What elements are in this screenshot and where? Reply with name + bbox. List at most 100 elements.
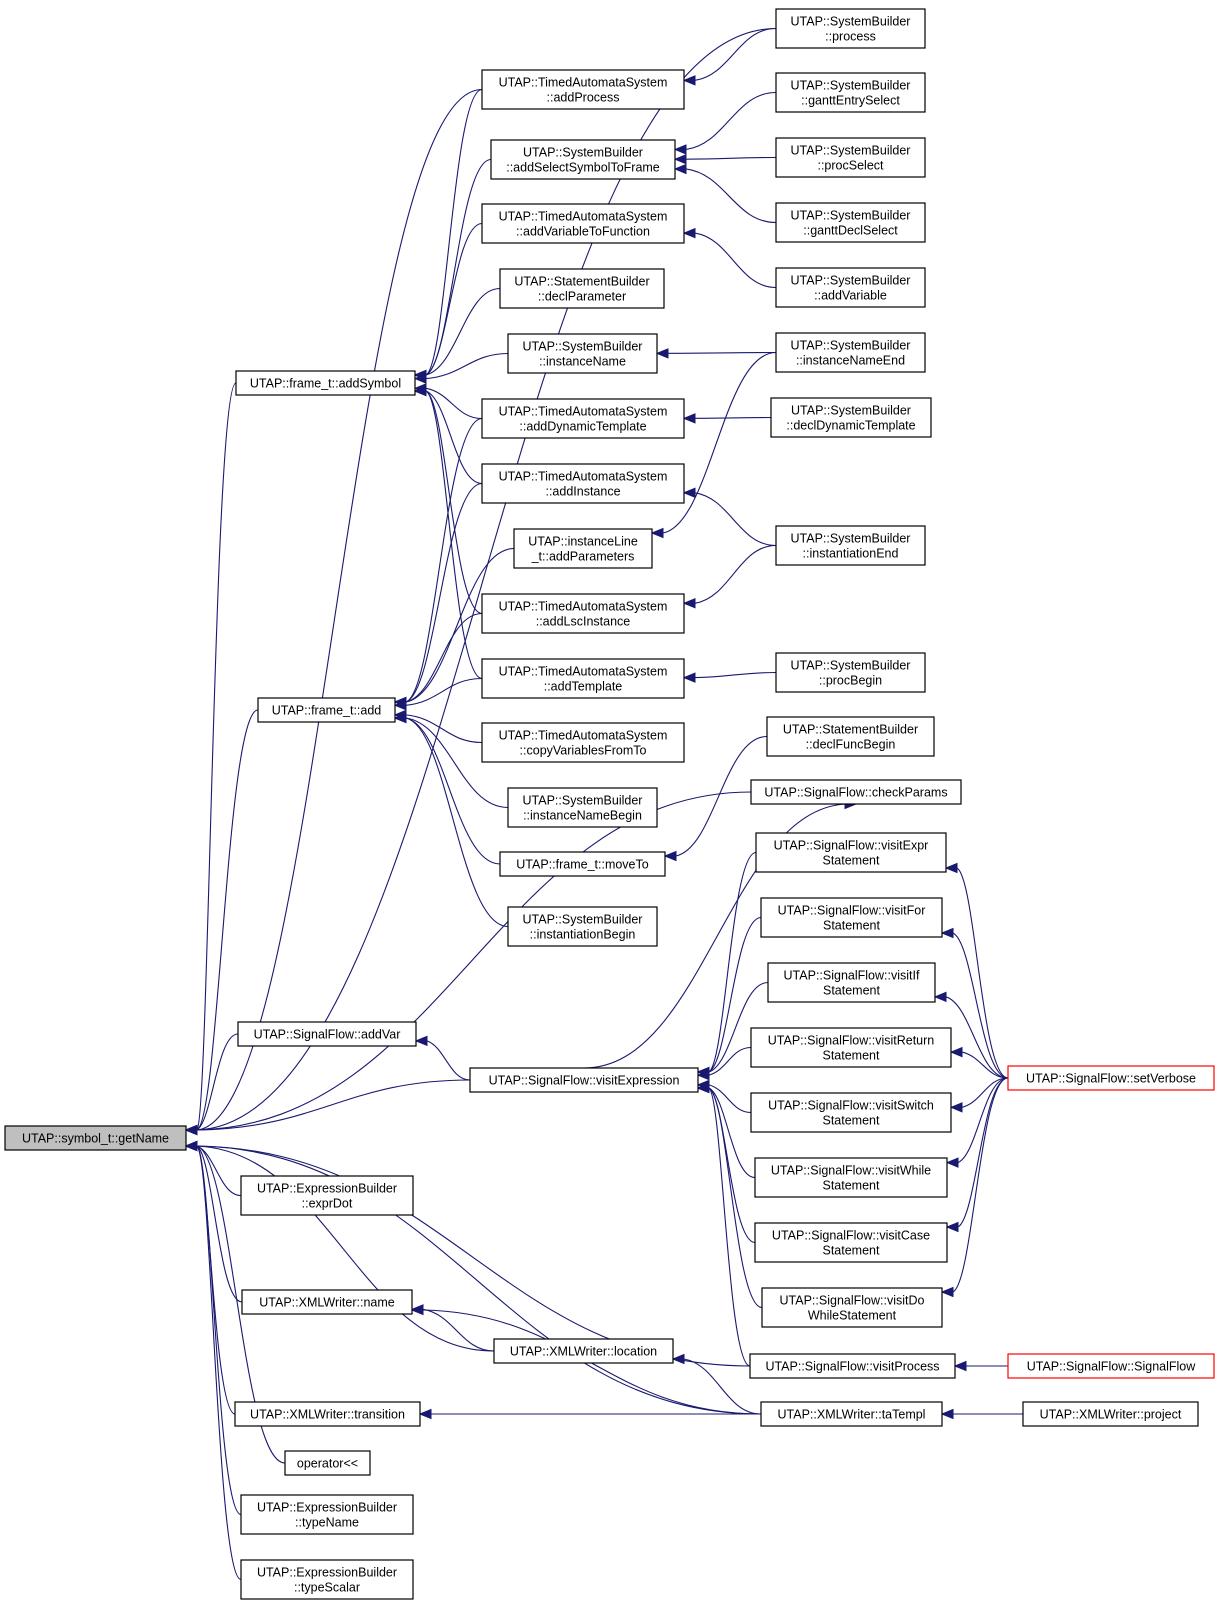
node-sb-instance-name-begin[interactable]: UTAP::SystemBuilder::instanceNameBegin — [507, 787, 658, 828]
node-box — [499, 268, 665, 309]
edge-line — [196, 1145, 243, 1303]
node-tas-add-process[interactable]: UTAP::TimedAutomataSystem::addProcess — [481, 69, 685, 110]
node-label: UTAP::XMLWriter::transition — [250, 1408, 405, 1422]
node-label: UTAP::TimedAutomataSystem — [499, 210, 668, 224]
node-sb-instantiation-end[interactable]: UTAP::SystemBuilder::instantiationEnd — [775, 525, 926, 566]
node-xw-transition[interactable]: UTAP::XMLWriter::transition — [234, 1401, 421, 1427]
edge-sb-add-variable-to-tas-add-variable-to-function — [682, 227, 777, 289]
node-box — [1007, 1065, 1215, 1091]
node-label: UTAP::ExpressionBuilder — [257, 1182, 397, 1196]
node-xw-ta-templ[interactable]: UTAP::XMLWriter::taTempl — [760, 1401, 943, 1427]
node-xw-project[interactable]: UTAP::XMLWriter::project — [1022, 1401, 1199, 1427]
edge-arrowhead — [940, 1286, 954, 1298]
node-box — [767, 962, 936, 1003]
edge-line — [708, 1087, 751, 1367]
edge-arrowhead — [650, 527, 664, 539]
edge-line — [957, 1077, 1009, 1228]
node-xw-name[interactable]: UTAP::XMLWriter::name — [241, 1289, 413, 1315]
edge-arrowhead — [940, 1408, 954, 1420]
node-eb-type-name[interactable]: UTAP::ExpressionBuilder::typeName — [240, 1494, 414, 1535]
node-stb-decl-func-begin[interactable]: UTAP::StatementBuilder::declFuncBegin — [766, 716, 935, 757]
edge-line — [425, 387, 483, 420]
edge-line — [405, 547, 515, 703]
node-label: UTAP::SignalFlow::visitDo — [780, 1294, 925, 1308]
edge-sf-visit-process-to-get-name — [184, 1140, 751, 1367]
node-get-name[interactable]: UTAP::symbol_t::getName — [4, 1125, 187, 1151]
node-il-add-parameters[interactable]: UTAP::instanceLine_t::addParameters — [513, 528, 653, 569]
edge-line — [708, 981, 769, 1073]
edge-sb-instance-name-end-to-sb-instance-name — [655, 348, 777, 359]
node-sb-add-select-symbol-to-frame[interactable]: UTAP::SystemBuilder::addSelectSymbolToFr… — [490, 139, 676, 180]
node-op-ll[interactable]: operator<< — [284, 1450, 371, 1476]
node-box — [481, 722, 685, 763]
node-box — [237, 1021, 417, 1047]
node-sb-add-variable[interactable]: UTAP::SystemBuilder::addVariable — [775, 267, 926, 308]
edge-xw-project-to-xw-ta-templ — [940, 1408, 1023, 1420]
node-sf-add-var[interactable]: UTAP::SignalFlow::addVar — [237, 1021, 417, 1047]
edge-line — [425, 390, 483, 485]
node-sb-proc-begin[interactable]: UTAP::SystemBuilder::procBegin — [775, 652, 926, 693]
node-box — [490, 139, 676, 180]
node-sb-decl-dynamic-template[interactable]: UTAP::SystemBuilder::declDynamicTemplate — [770, 397, 932, 438]
node-sb-instance-name-end[interactable]: UTAP::SystemBuilder::instanceNameEnd — [775, 332, 926, 373]
edge-arrowhead — [953, 1360, 967, 1372]
edge-sf-visit-case-statement-to-sf-visit-expression — [696, 1082, 756, 1244]
edge-line — [667, 351, 777, 354]
node-sf-visit-expression[interactable]: UTAP::SignalFlow::visitExpression — [469, 1067, 699, 1093]
node-label: ::ganttDeclSelect — [803, 224, 898, 238]
node-frame-add[interactable]: UTAP::frame_t::add — [257, 697, 396, 723]
node-box — [761, 1287, 943, 1328]
edge-eb-type-scalar-to-get-name — [184, 1140, 242, 1581]
edge-arrowhead — [673, 144, 687, 155]
node-box — [760, 1401, 943, 1427]
node-eb-expr-dot[interactable]: UTAP::ExpressionBuilder::exprDot — [240, 1175, 414, 1216]
node-box — [235, 370, 416, 396]
node-tas-add-lsc-instance[interactable]: UTAP::TimedAutomataSystem::addLscInstanc… — [481, 593, 685, 634]
node-tas-add-variable-to-function[interactable]: UTAP::TimedAutomataSystem::addVariableTo… — [481, 203, 685, 244]
edge-tas-copy-variables-from-to-to-frame-add — [393, 709, 483, 744]
node-label: ::addLscInstance — [536, 615, 631, 629]
node-box — [481, 69, 685, 110]
edge-line — [708, 916, 762, 1073]
node-box — [754, 1157, 948, 1198]
node-sf-check-params[interactable]: UTAP::SignalFlow::checkParams — [750, 779, 962, 805]
node-sb-gantt-decl-select[interactable]: UTAP::SystemBuilder::ganttDeclSelect — [775, 202, 926, 243]
node-tas-add-template[interactable]: UTAP::TimedAutomataSystem::addTemplate — [481, 658, 685, 699]
node-label: ::addProcess — [547, 91, 620, 105]
node-label: UTAP::XMLWriter::location — [510, 1345, 657, 1359]
node-stb-decl-parameter[interactable]: UTAP::StatementBuilder::declParameter — [499, 268, 665, 309]
node-tas-add-instance[interactable]: UTAP::TimedAutomataSystem::addInstance — [481, 463, 685, 504]
node-xw-location[interactable]: UTAP::XMLWriter::location — [493, 1338, 674, 1364]
node-frame-move-to[interactable]: UTAP::frame_t::moveTo — [499, 851, 666, 877]
edge-arrowhead — [933, 991, 947, 1003]
edge-line — [961, 1077, 1009, 1108]
node-sf-visit-process[interactable]: UTAP::SignalFlow::visitProcess — [749, 1353, 956, 1379]
node-sb-gantt-entry-select[interactable]: UTAP::SystemBuilder::ganttEntrySelect — [775, 72, 926, 113]
node-label: UTAP::SignalFlow::visitFor — [778, 904, 926, 918]
node-sb-instance-name[interactable]: UTAP::SystemBuilder::instanceName — [507, 333, 658, 374]
node-frame-add-symbol[interactable]: UTAP::frame_t::addSymbol — [235, 370, 416, 396]
node-sb-proc-select[interactable]: UTAP::SystemBuilder::procSelect — [775, 137, 926, 178]
node-tas-copy-variables-from-to[interactable]: UTAP::TimedAutomataSystem::copyVariables… — [481, 722, 685, 763]
node-sb-instantiation-begin[interactable]: UTAP::SystemBuilder::instantiationBegin — [507, 906, 658, 947]
node-eb-type-scalar[interactable]: UTAP::ExpressionBuilder::typeScalar — [240, 1559, 414, 1600]
node-sf-set-verbose[interactable]: UTAP::SignalFlow::setVerbose — [1007, 1065, 1215, 1091]
node-sb-process[interactable]: UTAP::SystemBuilder::process — [775, 8, 926, 49]
edge-tas-add-template-to-frame-add-symbol — [413, 385, 483, 680]
node-label: ::addVariable — [814, 289, 887, 303]
edge-line — [425, 390, 483, 615]
node-sf-signal-flow[interactable]: UTAP::SignalFlow::SignalFlow — [1007, 1353, 1215, 1379]
edge-line — [196, 382, 237, 1131]
edge-line — [685, 91, 777, 150]
node-label: Statement — [823, 1244, 881, 1258]
node-tas-add-dynamic-template[interactable]: UTAP::TimedAutomataSystem::addDynamicTem… — [481, 398, 685, 439]
edge-arrowhead — [393, 712, 407, 724]
